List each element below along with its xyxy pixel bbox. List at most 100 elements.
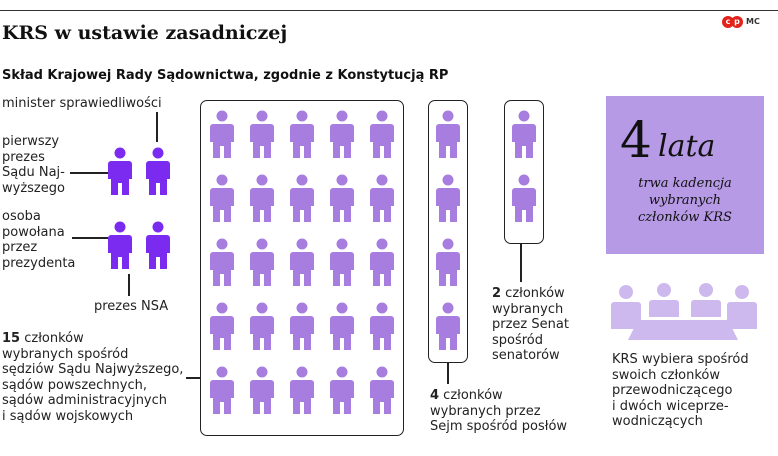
person-icon (210, 366, 234, 414)
caption-line: przewodniczącego (612, 383, 733, 398)
sejm-label: 4 członków wybranych przez Sejm spośród … (430, 388, 567, 435)
person-icon (436, 110, 460, 158)
connector-first-president (70, 172, 108, 174)
person-icon (210, 174, 234, 222)
president-appointee-label: osoba powołana przez prezydenta (2, 209, 75, 271)
subtitle: Skład Krajowej Rady Sądownictwa, zgodnie… (2, 68, 449, 83)
person-icon (330, 110, 354, 158)
first-president-label: pierwszy prezes Sądu Naj- wyższego (2, 134, 65, 196)
person-icon (330, 174, 354, 222)
logo-text: MC (746, 17, 760, 26)
person-icon (250, 110, 274, 158)
label-line: przez Senat (492, 317, 569, 332)
person-icon (210, 238, 234, 286)
connector-nsa (128, 274, 130, 296)
connector-senate (520, 244, 522, 282)
label-line: 4 członków (430, 388, 567, 404)
person-icon (436, 302, 460, 350)
label-text: członków (501, 286, 565, 301)
person-icon (330, 238, 354, 286)
connector-sejm (447, 362, 449, 384)
person-icon (210, 302, 234, 350)
label-line: prezydenta (2, 255, 76, 271)
top-rule (0, 10, 778, 11)
caption-line: wodniczących (612, 414, 703, 429)
label-line: spośród (492, 332, 544, 348)
term-unit: lata (658, 129, 716, 164)
senate-box (504, 100, 544, 244)
person-icon (290, 110, 314, 158)
label-line: 2 członków (492, 286, 569, 302)
person-icon (370, 238, 394, 286)
label-line: senatorów (492, 348, 560, 363)
person-icon (370, 174, 394, 222)
person-icon (290, 366, 314, 414)
caption-line: trwa kadencja (638, 176, 732, 191)
label-line: wybranych spośród (2, 346, 129, 362)
sejm-box (428, 100, 468, 363)
person-icon (370, 302, 394, 350)
person-icon (512, 174, 536, 222)
person-icon (146, 147, 170, 195)
page-title: KRS w ustawie zasadniczej (2, 22, 288, 44)
person-icon (436, 174, 460, 222)
term-box (606, 96, 764, 254)
caption-line: swoich członków (612, 367, 720, 383)
person-icon (330, 302, 354, 350)
meeting-icon (608, 282, 758, 342)
judges-label: 15 członków wybranych spośród sędziów Są… (2, 331, 183, 424)
label-text: członków (20, 331, 84, 346)
leadership-caption: KRS wybiera spośród swoich członków prze… (612, 352, 749, 430)
person-icon (108, 147, 132, 195)
person-icon (250, 238, 274, 286)
person-icon (330, 366, 354, 414)
label-line: sądów administracyjnych (2, 393, 168, 408)
label-line: pierwszy (2, 134, 60, 149)
label-text: członków (439, 388, 503, 403)
caption-line: członków KRS (638, 210, 732, 225)
logo: c p MC (722, 16, 760, 30)
label-line: przez (2, 240, 38, 255)
person-icon (250, 302, 274, 350)
label-line: prezes (2, 149, 45, 165)
connector-president-appointee (72, 237, 108, 239)
person-icon (250, 366, 274, 414)
label-line: Sądu Naj- (2, 165, 65, 180)
minister-label: minister sprawiedliwości (2, 96, 162, 111)
person-icon (210, 110, 234, 158)
label-line: sądów powszechnych, (2, 377, 147, 393)
person-icon (290, 238, 314, 286)
sejm-count: 4 (430, 388, 440, 403)
label-line: wyższego (2, 180, 65, 196)
term-caption: trwa kadencja wybranych członków KRS (612, 175, 758, 226)
connector-minister (156, 112, 158, 142)
label-line: 15 członków (2, 331, 183, 347)
logo-circle-p: p (731, 16, 743, 28)
caption-line: i dwóch wiceprze- (612, 398, 729, 414)
person-icon (512, 110, 536, 158)
senate-label: 2 członków wybranych przez Senat spośród… (492, 286, 569, 364)
term-number: 4 (620, 111, 652, 169)
senate-count: 2 (492, 286, 502, 301)
person-icon (146, 221, 170, 269)
person-icon (436, 238, 460, 286)
nsa-label: prezes NSA (94, 299, 169, 314)
connector-judges (186, 377, 200, 379)
caption-line: KRS wybiera spośród (612, 352, 749, 367)
person-icon (108, 221, 132, 269)
person-icon (370, 110, 394, 158)
label-line: Sejm spośród posłów (430, 419, 568, 434)
label-line: sędziów Sądu Najwyższego, (2, 362, 184, 377)
label-line: wybranych (492, 301, 564, 317)
judges-count: 15 (2, 331, 21, 346)
person-icon (250, 174, 274, 222)
label-line: powołana (2, 224, 65, 240)
person-icon (290, 302, 314, 350)
label-line: osoba (2, 209, 41, 224)
caption-line: wybranych (648, 193, 722, 208)
person-icon (370, 366, 394, 414)
label-line: i sądów wojskowych (2, 408, 134, 424)
person-icon (290, 174, 314, 222)
label-line: wybranych przez (430, 403, 541, 419)
judges-box (200, 100, 404, 436)
